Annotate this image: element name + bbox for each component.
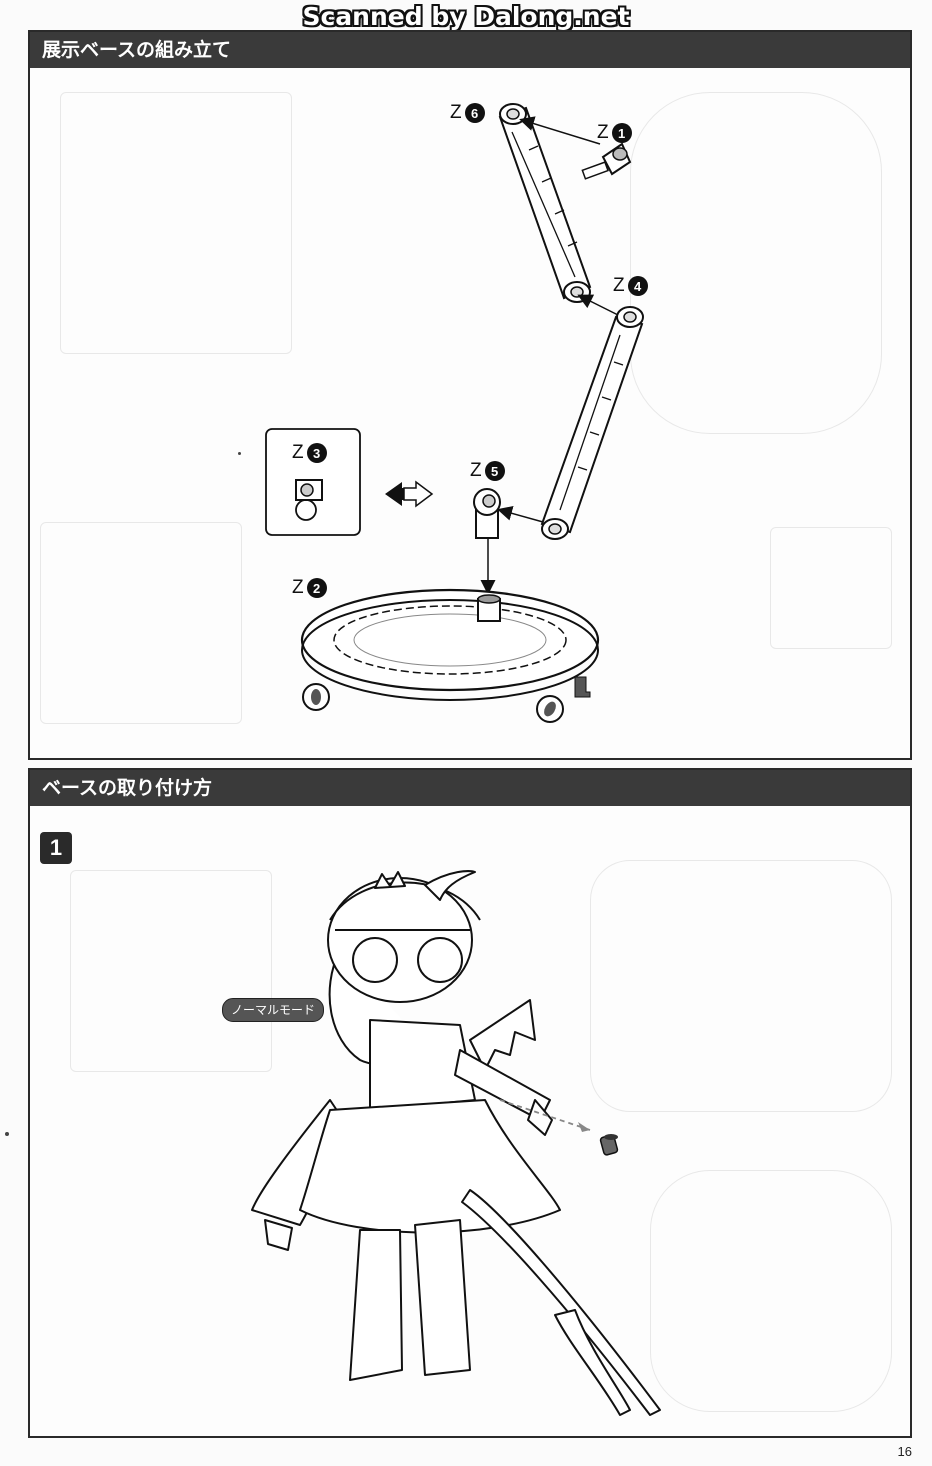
figure-illustration	[251, 870, 661, 1416]
optional-part-box-z3	[265, 428, 361, 536]
bleed-through-shape	[590, 860, 892, 1112]
panel-base-assembly: 展示ベースの組み立て	[28, 30, 912, 760]
panel-base-attachment: ベースの取り付け方 1	[28, 768, 912, 1438]
display-base-z2	[300, 588, 600, 723]
assembly-diagram	[265, 103, 644, 723]
ball-joint-part-z5	[473, 488, 501, 539]
section-title-base-assembly: 展示ベースの組み立て	[30, 32, 910, 68]
page-number: 16	[897, 1444, 912, 1459]
bleed-through-shape	[650, 1170, 892, 1412]
arm-part-z4	[540, 306, 644, 540]
mode-badge-normal: ノーマルモード	[222, 998, 325, 1022]
arm-part-z6	[498, 103, 592, 303]
bleed-through-shape	[770, 527, 892, 649]
bleed-through-shape	[40, 522, 242, 724]
bleed-through-shape	[70, 870, 272, 1072]
bleed-through-shape	[630, 92, 882, 434]
swap-arrow	[385, 480, 434, 508]
scan-speck	[238, 452, 241, 455]
scan-speck	[5, 1132, 9, 1136]
bleed-through-shape	[60, 92, 292, 354]
watermark: Scanned by Dalong.net	[302, 2, 630, 31]
section-title-base-attachment: ベースの取り付け方	[30, 770, 910, 806]
step-number: 1	[40, 832, 72, 864]
base-peg	[599, 1134, 619, 1156]
joint-part-z1	[581, 142, 632, 180]
